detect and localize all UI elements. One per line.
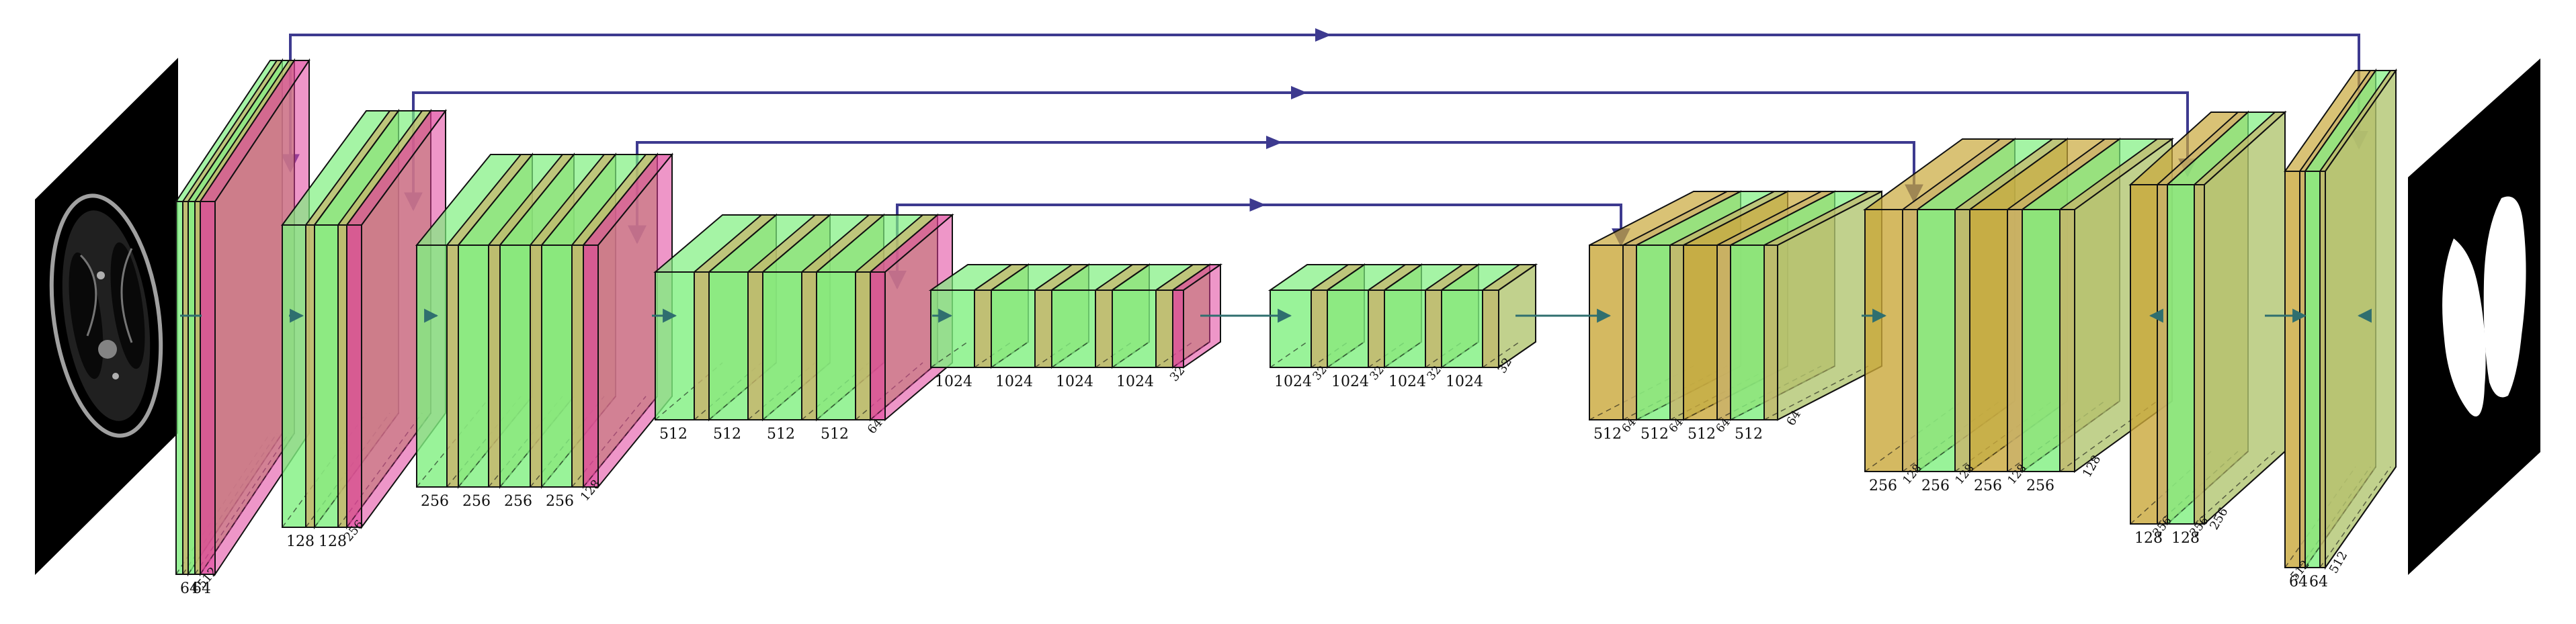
relu-slab <box>2192 110 2287 526</box>
channel-label: 512 <box>1735 426 1763 443</box>
block-dec3 <box>2128 110 2287 526</box>
channel-label: 1024 <box>1331 373 1369 390</box>
channel-label: 64 <box>2289 574 2308 590</box>
block-bott1 <box>928 263 1223 369</box>
channel-label: 1024 <box>1388 373 1426 390</box>
channel-label: 128 <box>2134 530 2163 547</box>
channel-label: 512 <box>767 426 795 443</box>
channel-label: 512 <box>1688 426 1716 443</box>
block-enc4 <box>653 213 954 422</box>
channel-label: 256 <box>1921 478 1950 494</box>
channel-label: 1024 <box>935 373 972 390</box>
skip-direction-arrow <box>1266 136 1282 149</box>
channel-label: 256 <box>462 493 491 510</box>
channel-label: 1024 <box>995 373 1033 390</box>
block-dec4 <box>2284 68 2397 570</box>
block-dec1 <box>1589 190 1882 421</box>
input-ct-image <box>35 58 178 575</box>
block-bott2 <box>1268 263 1538 369</box>
channel-label: 64 <box>192 580 211 597</box>
channel-label: 512 <box>1593 426 1622 443</box>
pool-slab <box>581 152 674 489</box>
channel-label: 1024 <box>1116 373 1154 390</box>
output-mask-image <box>2408 58 2540 575</box>
channel-label: 512 <box>1640 426 1669 443</box>
channel-label: 1024 <box>1446 373 1483 390</box>
channel-label: 128 <box>319 533 347 550</box>
channel-label: 512 <box>821 426 849 443</box>
block-enc1 <box>175 58 310 577</box>
block-enc2 <box>281 108 447 530</box>
channel-label: 512 <box>713 426 741 443</box>
channel-label: 128 <box>2171 530 2200 547</box>
channel-label: 1024 <box>1056 373 1093 390</box>
channel-label: 64 <box>2309 574 2328 590</box>
channel-label: 128 <box>286 533 315 550</box>
channel-label: 256 <box>2026 478 2054 494</box>
skip-direction-arrow <box>1315 28 1331 42</box>
channel-label: 64 <box>180 580 199 597</box>
skip-direction-arrow <box>1249 198 1266 212</box>
channel-label: 256 <box>1869 478 1897 494</box>
channel-label: 512 <box>659 426 688 443</box>
pool-slab <box>868 213 954 422</box>
relu-slab <box>1763 190 1882 421</box>
channel-label: 256 <box>546 493 574 510</box>
channel-label: 256 <box>421 493 449 510</box>
skip-direction-arrow <box>1291 86 1307 99</box>
channel-label: 256 <box>1974 478 2002 494</box>
network-blocks <box>175 58 2397 577</box>
channel-label: 1024 <box>1274 373 1312 390</box>
channel-label: 256 <box>504 493 532 510</box>
block-enc3 <box>415 152 674 489</box>
block-dec2 <box>1862 138 2175 473</box>
